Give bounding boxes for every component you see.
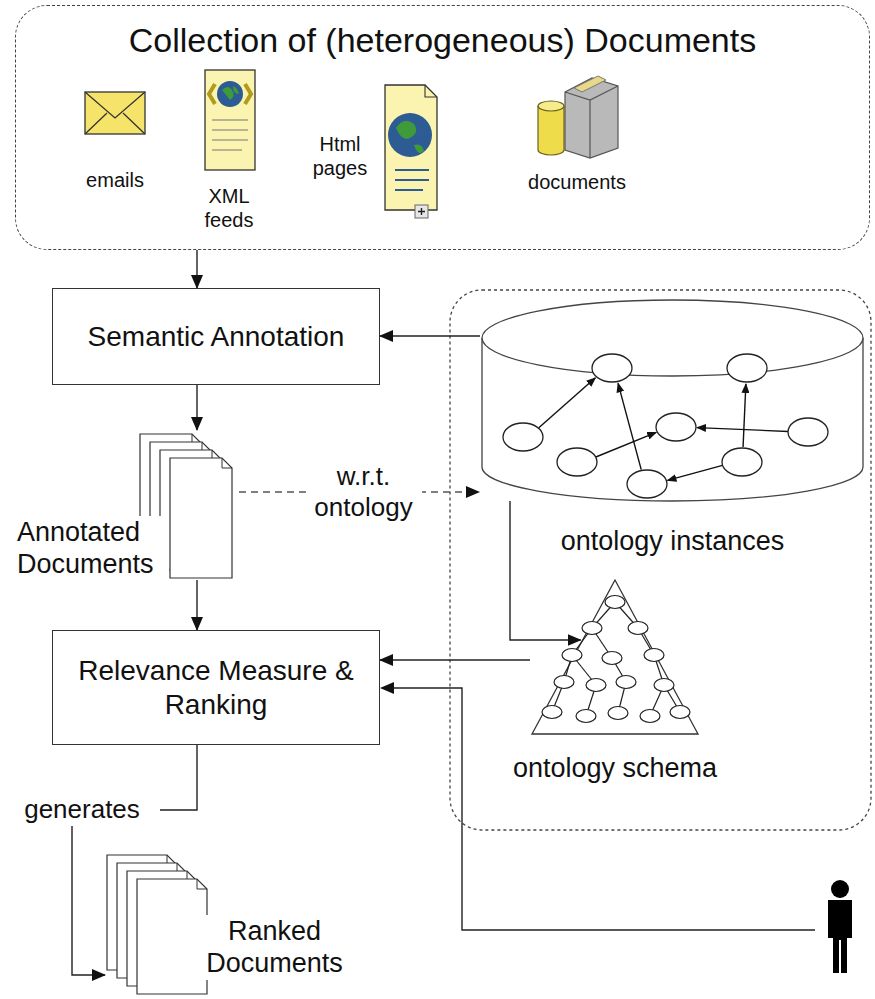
node-text: ontology instances	[440, 525, 875, 557]
edge-label: w.r.t. ontology	[306, 461, 422, 523]
connector-arrow	[196, 250, 197, 288]
connector-arrow	[196, 580, 197, 630]
node-text: ontology schema	[490, 752, 740, 784]
email-icon	[85, 92, 145, 134]
document-store-icon	[538, 76, 618, 158]
database-cylinder	[480, 298, 865, 503]
icon-label: Html pages	[305, 132, 375, 180]
page-fold	[197, 879, 207, 889]
schema-tree	[542, 596, 690, 723]
connector-arrow	[196, 385, 197, 430]
ontology-region	[450, 290, 871, 830]
icon-label: XML feeds	[194, 184, 264, 232]
schema-node: ontology schema	[530, 578, 700, 736]
process-box: Semantic Annotation	[52, 288, 380, 385]
node-text: Relevance Measure & Ranking	[71, 654, 361, 721]
schema-triangle	[530, 578, 700, 736]
page-sheet	[170, 458, 232, 578]
node-text: Ranked Documents	[170, 915, 379, 980]
node-text: Annotated Documents	[15, 516, 169, 581]
connector-arrow	[380, 659, 530, 660]
user-figure	[828, 880, 852, 973]
instance-graph	[503, 354, 828, 498]
xml-feed-icon	[205, 70, 255, 170]
icon-label: emails	[55, 168, 175, 192]
document-stack: Annotated Documents	[15, 430, 235, 590]
edge-label: generates	[4, 794, 160, 825]
database-node: ontology instances	[480, 298, 865, 503]
document-stack: Ranked Documents	[105, 855, 375, 997]
connector-arrow	[380, 335, 480, 336]
icon-label: documents	[507, 170, 647, 194]
connector-arrow	[510, 501, 581, 640]
group-region: Collection of (heterogeneous) Documents	[15, 5, 870, 250]
node-text: Semantic Annotation	[88, 320, 345, 354]
node-text: Collection of (heterogeneous) Documents	[16, 20, 869, 61]
page-fold	[222, 458, 232, 468]
html-page-icon	[385, 85, 437, 218]
process-box: Relevance Measure & Ranking	[52, 630, 380, 745]
